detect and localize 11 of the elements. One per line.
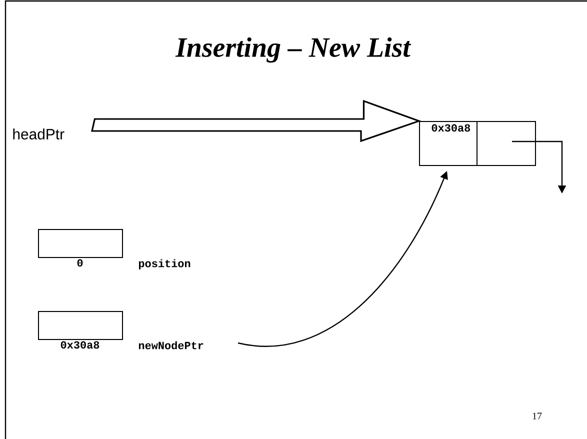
variable-box: 0x30a8 — [38, 311, 123, 349]
node-label: 0x30a8 — [60, 341, 100, 349]
page-number: 17 — [532, 412, 542, 420]
variable-name: newNodePtr — [138, 341, 204, 350]
title: Inserting – New List — [175, 37, 412, 63]
variable-name: position — [138, 259, 190, 270]
block-arrow — [91, 100, 422, 142]
variable-box: 0 — [38, 229, 123, 267]
node-label: 0 — [77, 259, 83, 267]
variable-name: headPtr — [13, 128, 64, 140]
list-node: 0x30a8 — [419, 120, 536, 166]
